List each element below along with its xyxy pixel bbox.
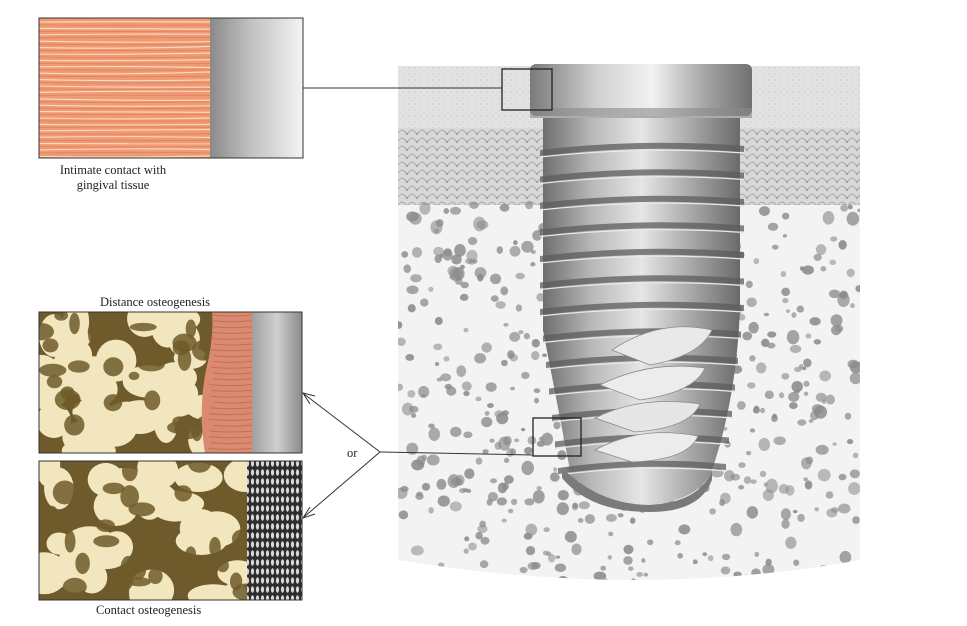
cutting-flutes — [593, 326, 713, 463]
bone-connector-line — [379, 451, 534, 456]
or-arrows — [301, 392, 381, 519]
or-label: or — [347, 446, 358, 460]
contact-osteogenesis-inset — [38, 460, 303, 601]
caption-line-2: gingival tissue — [76, 178, 150, 192]
gingival-zoom-marker — [501, 68, 553, 111]
bone-and-implant — [398, 64, 860, 580]
caption-line-1: Intimate contact with — [59, 163, 167, 177]
distance-osteogenesis-inset — [38, 311, 303, 454]
implant-collar — [530, 64, 752, 116]
dental-implant — [530, 64, 752, 512]
distance-osteogenesis-caption: Distance osteogenesis — [100, 295, 211, 309]
bone-zoom-marker — [532, 417, 582, 457]
gingival-contact-caption: Intimate contact with gingival tissue — [38, 163, 188, 193]
gingival-tissue-inset — [38, 17, 304, 159]
contact-osteogenesis-caption: Contact osteogenesis — [96, 603, 202, 617]
